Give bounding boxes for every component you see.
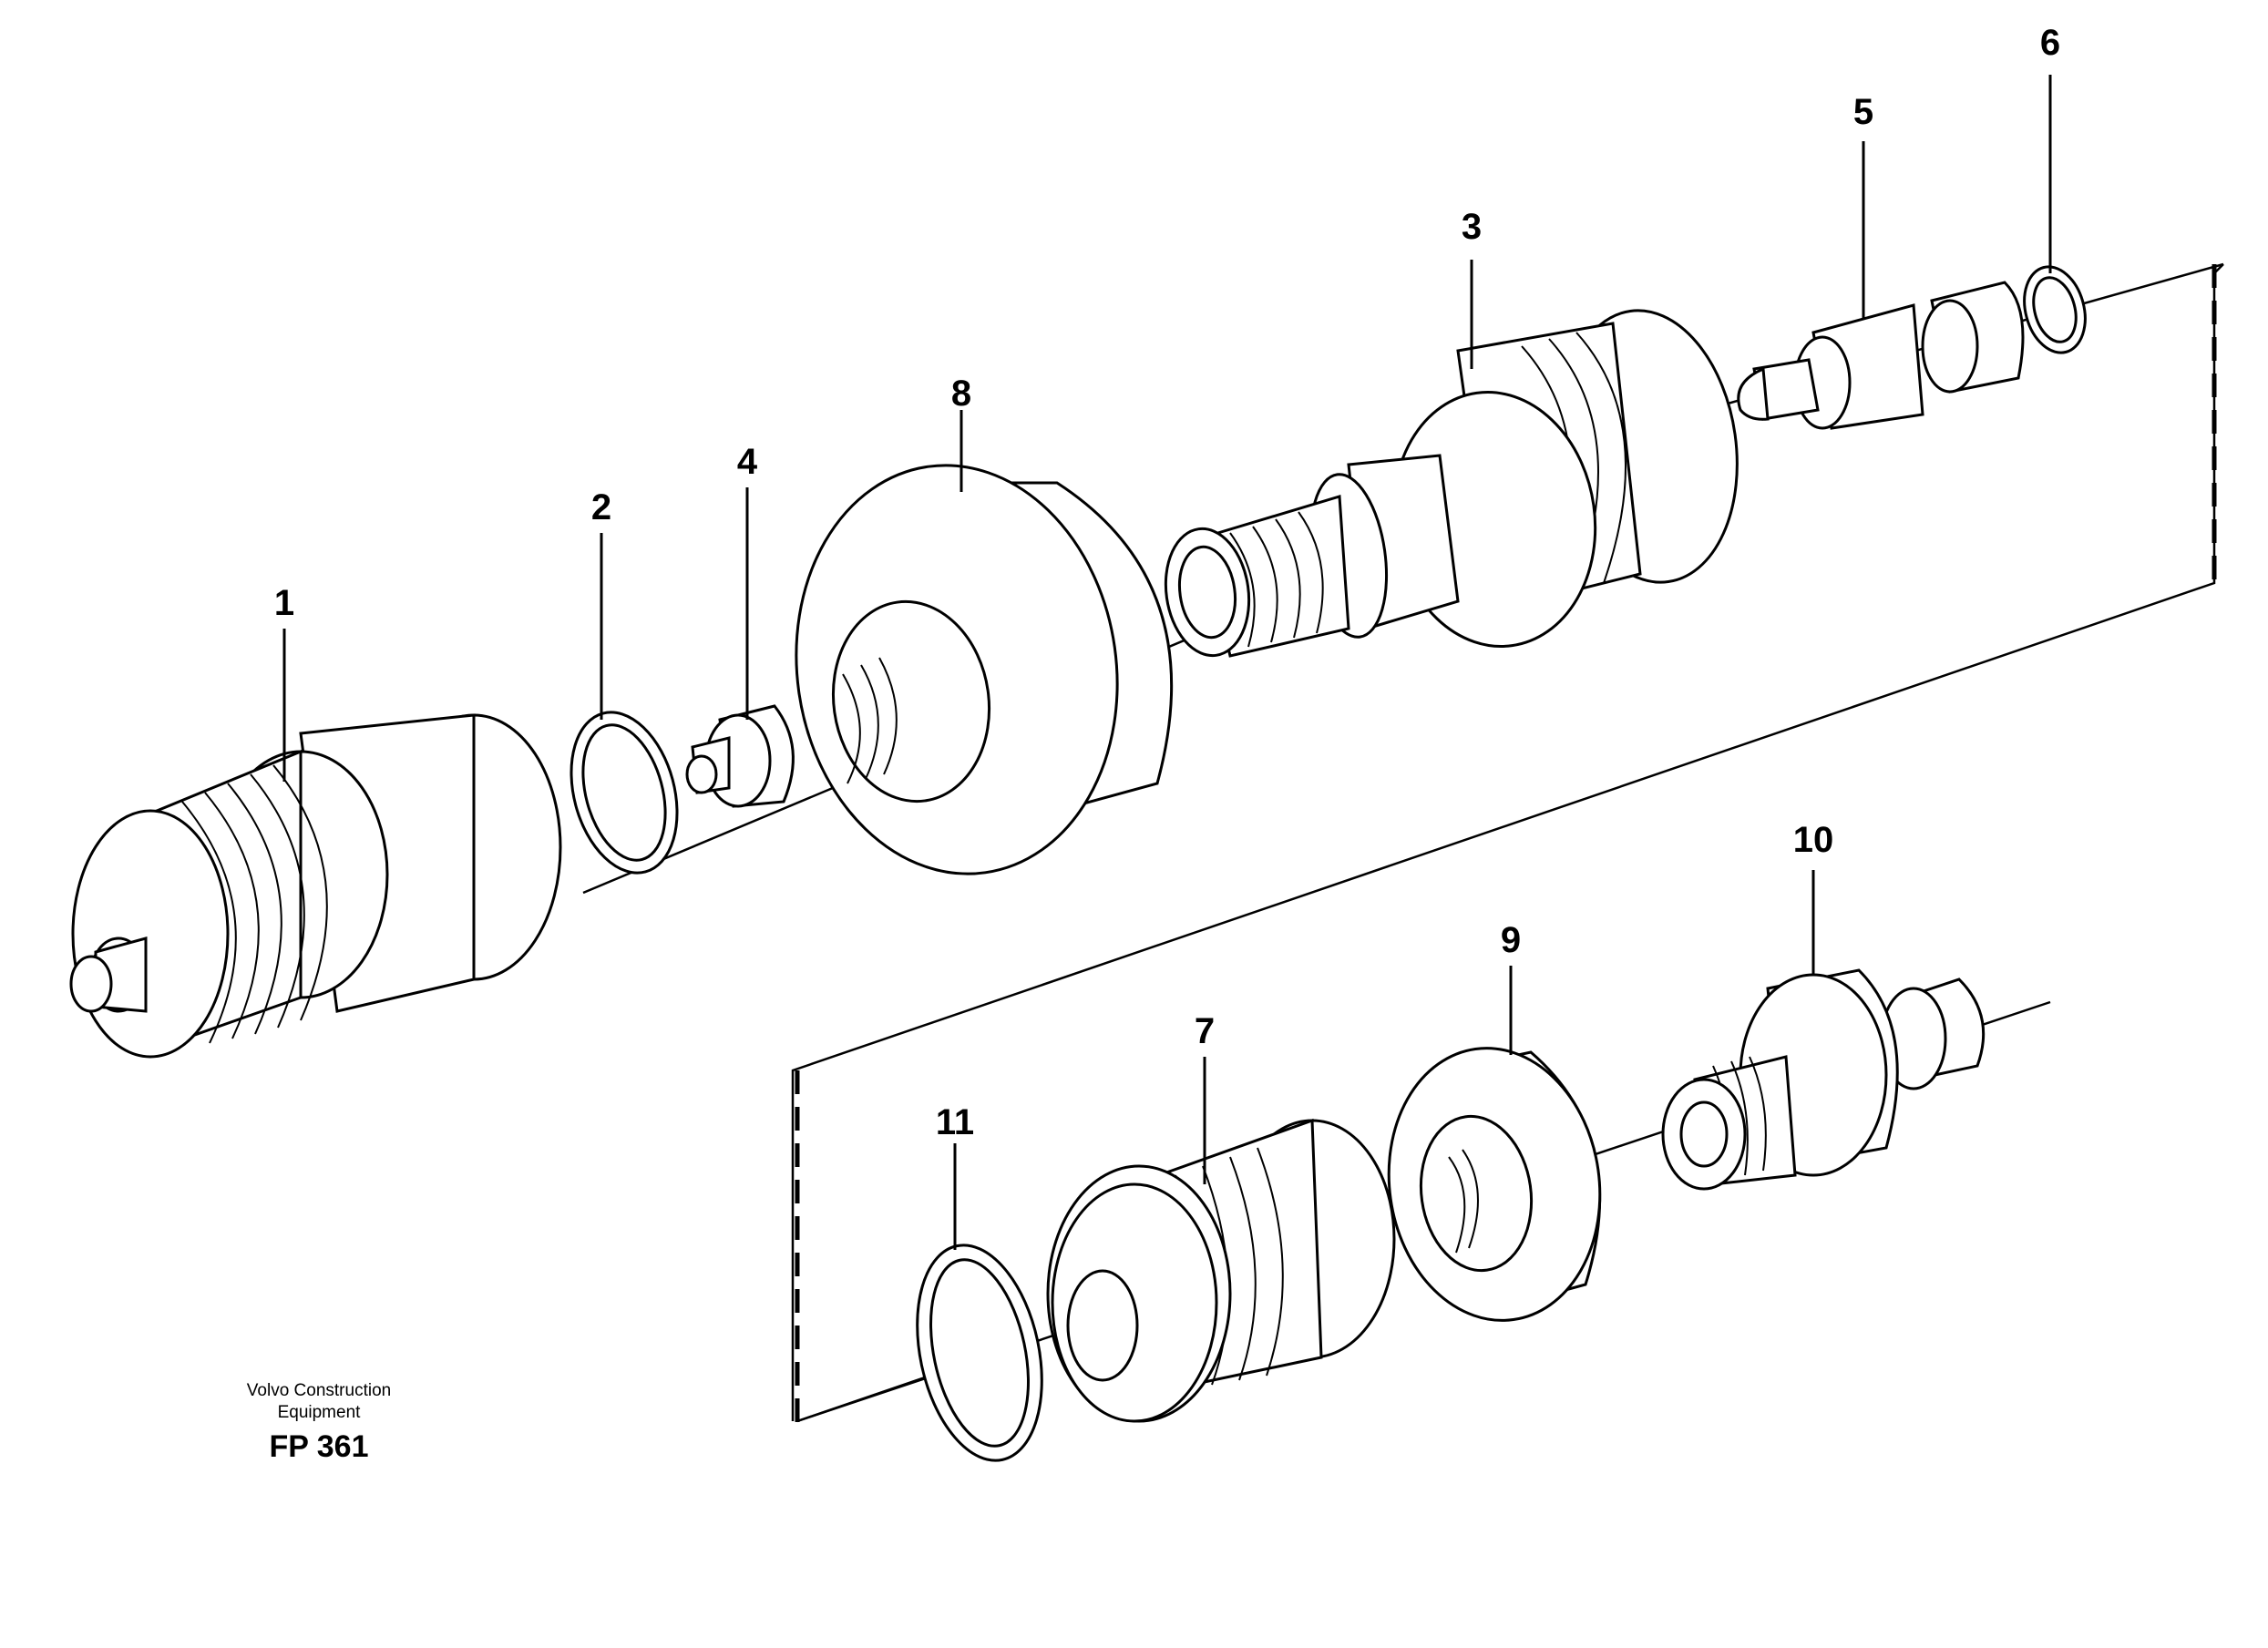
part-8-nut [795,464,1174,875]
part-11-o-ring [916,1244,1043,1462]
figure-caption: Volvo Construction Equipment FP 361 [182,1380,456,1468]
part-1-valve-body [69,713,562,1059]
part-3-valve-seat [1164,309,1739,658]
callout-5: 5 [1853,92,1873,132]
part-9-nut [1387,1047,1602,1322]
publisher-line-1: Volvo Construction [246,1381,392,1400]
figure-code: FP 361 [269,1429,369,1464]
callout-leaders [282,75,2052,1250]
callout-7: 7 [1195,1011,1215,1051]
callout-3: 3 [1462,207,1482,247]
part-2-o-ring [570,711,679,875]
callout-6: 6 [2040,23,2060,63]
part-10-adapter [1661,968,1986,1191]
callout-8: 8 [951,374,971,414]
part-7-cartridge [1046,1118,1396,1423]
publisher-line-2: Equipment [277,1403,361,1422]
callout-2: 2 [591,487,611,527]
part-4-poppet [685,704,795,808]
part-6-o-ring [2023,265,2087,354]
upper-assembly-axis [582,262,2224,1435]
callout-1: 1 [274,583,294,623]
callout-11: 11 [936,1102,974,1142]
part-5-piston [1737,281,2025,430]
callout-9: 9 [1501,920,1521,960]
callout-10: 10 [1793,820,1834,860]
callout-labels: 1 2 3 4 5 6 7 8 9 10 11 [274,23,2060,1142]
callout-4: 4 [737,442,758,482]
